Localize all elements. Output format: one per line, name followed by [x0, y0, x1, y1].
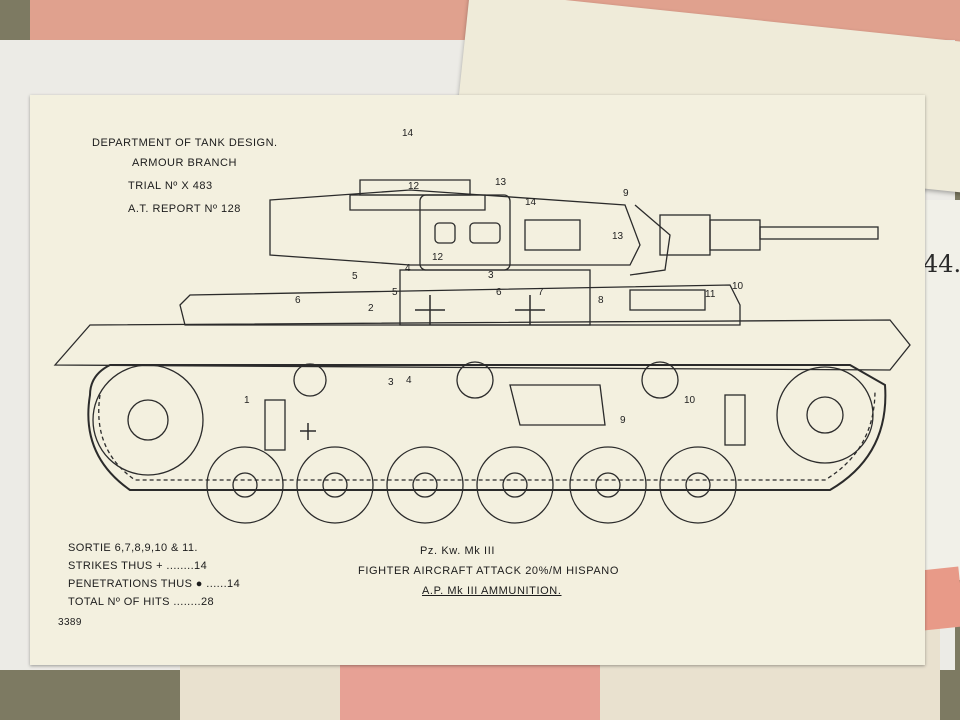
hit-number: 14 [525, 197, 537, 208]
caption-vehicle: Pz. Kw. Mk III [420, 545, 496, 557]
idler-wheel [776, 366, 874, 464]
hit-number: 11 [705, 289, 716, 300]
hit-number: 9 [623, 188, 629, 199]
hull-fender [53, 319, 911, 371]
superstructure [399, 269, 591, 326]
hit-number: 12 [432, 252, 444, 263]
caption-attack: FIGHTER AIRCRAFT ATTACK 20%/M HISPANO [358, 565, 619, 577]
hit-number: 1 [244, 395, 250, 406]
gun-barrel-base [709, 219, 761, 251]
hit-number: 12 [408, 181, 420, 192]
drive-sprocket [92, 364, 204, 476]
hit-number: 13 [495, 177, 507, 188]
header-department: DEPARTMENT OF TANK DESIGN. [92, 137, 278, 149]
caption-ammunition: A.P. Mk III AMMUNITION. [422, 585, 562, 597]
hull-upper [179, 284, 741, 326]
legend-total-hits: TOTAL Nº OF HITS ........28 [68, 596, 215, 608]
header-branch: ARMOUR BRANCH [132, 157, 237, 169]
tank-drawing [53, 179, 911, 524]
hit-number: 3 [388, 377, 394, 388]
header-trial: TRIAL Nº X 483 [128, 180, 213, 192]
side-annotation: 44. [923, 250, 960, 278]
hit-number: 2 [368, 303, 374, 314]
header-report: A.T. REPORT Nº 128 [128, 203, 241, 215]
hit-number: 5 [392, 287, 398, 298]
hit-number: 9 [620, 415, 626, 426]
turret-body [269, 189, 641, 266]
hit-number: 4 [405, 263, 411, 274]
hit-number: 3 [488, 270, 494, 281]
track [87, 364, 887, 491]
hit-number: 5 [352, 271, 358, 282]
hit-number: 13 [612, 231, 624, 242]
hit-number: 6 [295, 295, 301, 306]
legend-penetrations: PENETRATIONS THUS ● ......14 [68, 578, 241, 590]
hit-number: 8 [598, 295, 604, 306]
hit-number: 4 [406, 375, 412, 386]
page-number: 3389 [58, 617, 82, 628]
gun-mantlet [629, 204, 671, 276]
hit-number: 6 [496, 287, 502, 298]
legend-sortie: SORTIE 6,7,8,9,10 & 11. [68, 542, 198, 554]
hit-number: 14 [402, 128, 414, 139]
legend-strikes: STRIKES THUS + ........14 [68, 560, 208, 572]
gun-barrel [759, 226, 879, 240]
road-wheels [206, 446, 737, 524]
hit-number: 10 [732, 281, 744, 292]
drawing-sheet: DEPARTMENT OF TANK DESIGN. ARMOUR BRANCH… [30, 95, 925, 665]
hit-number: 7 [538, 287, 544, 298]
hit-number: 10 [684, 395, 696, 406]
